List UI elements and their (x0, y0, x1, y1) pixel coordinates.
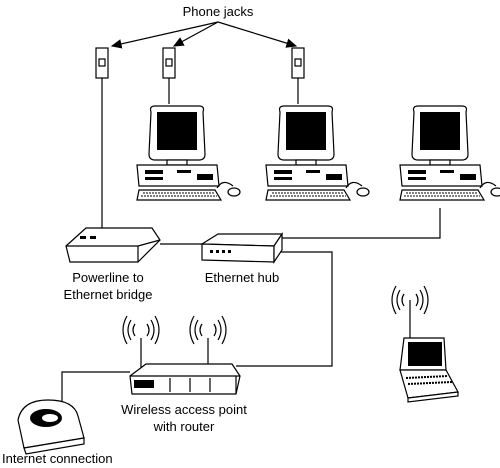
computer-2 (265, 105, 370, 201)
ethernet-hub-label: Ethernet hub (205, 270, 279, 285)
phone-jack-1 (95, 47, 109, 79)
internet-modem (17, 399, 85, 455)
phone-jack-3 (291, 47, 305, 79)
wap-label-line1: Wireless access point (121, 402, 247, 417)
powerline-label-line2: Ethernet bridge (64, 287, 153, 302)
wap-label-line2: with router (153, 419, 215, 434)
ethernet-hub (199, 232, 284, 264)
laptop (391, 285, 459, 403)
phone-jacks-label: Phone jacks (183, 4, 254, 19)
phone-jack-2 (162, 47, 176, 79)
phone-jacks-arrows (110, 21, 298, 49)
computer-1 (136, 105, 241, 201)
connection-wires (61, 78, 441, 402)
computer-3 (399, 105, 500, 201)
powerline-label-line1: Powerline to (72, 270, 144, 285)
internet-connection-label: Internet connection (2, 451, 113, 466)
wireless-access-point (122, 315, 241, 395)
powerline-bridge (65, 227, 161, 263)
